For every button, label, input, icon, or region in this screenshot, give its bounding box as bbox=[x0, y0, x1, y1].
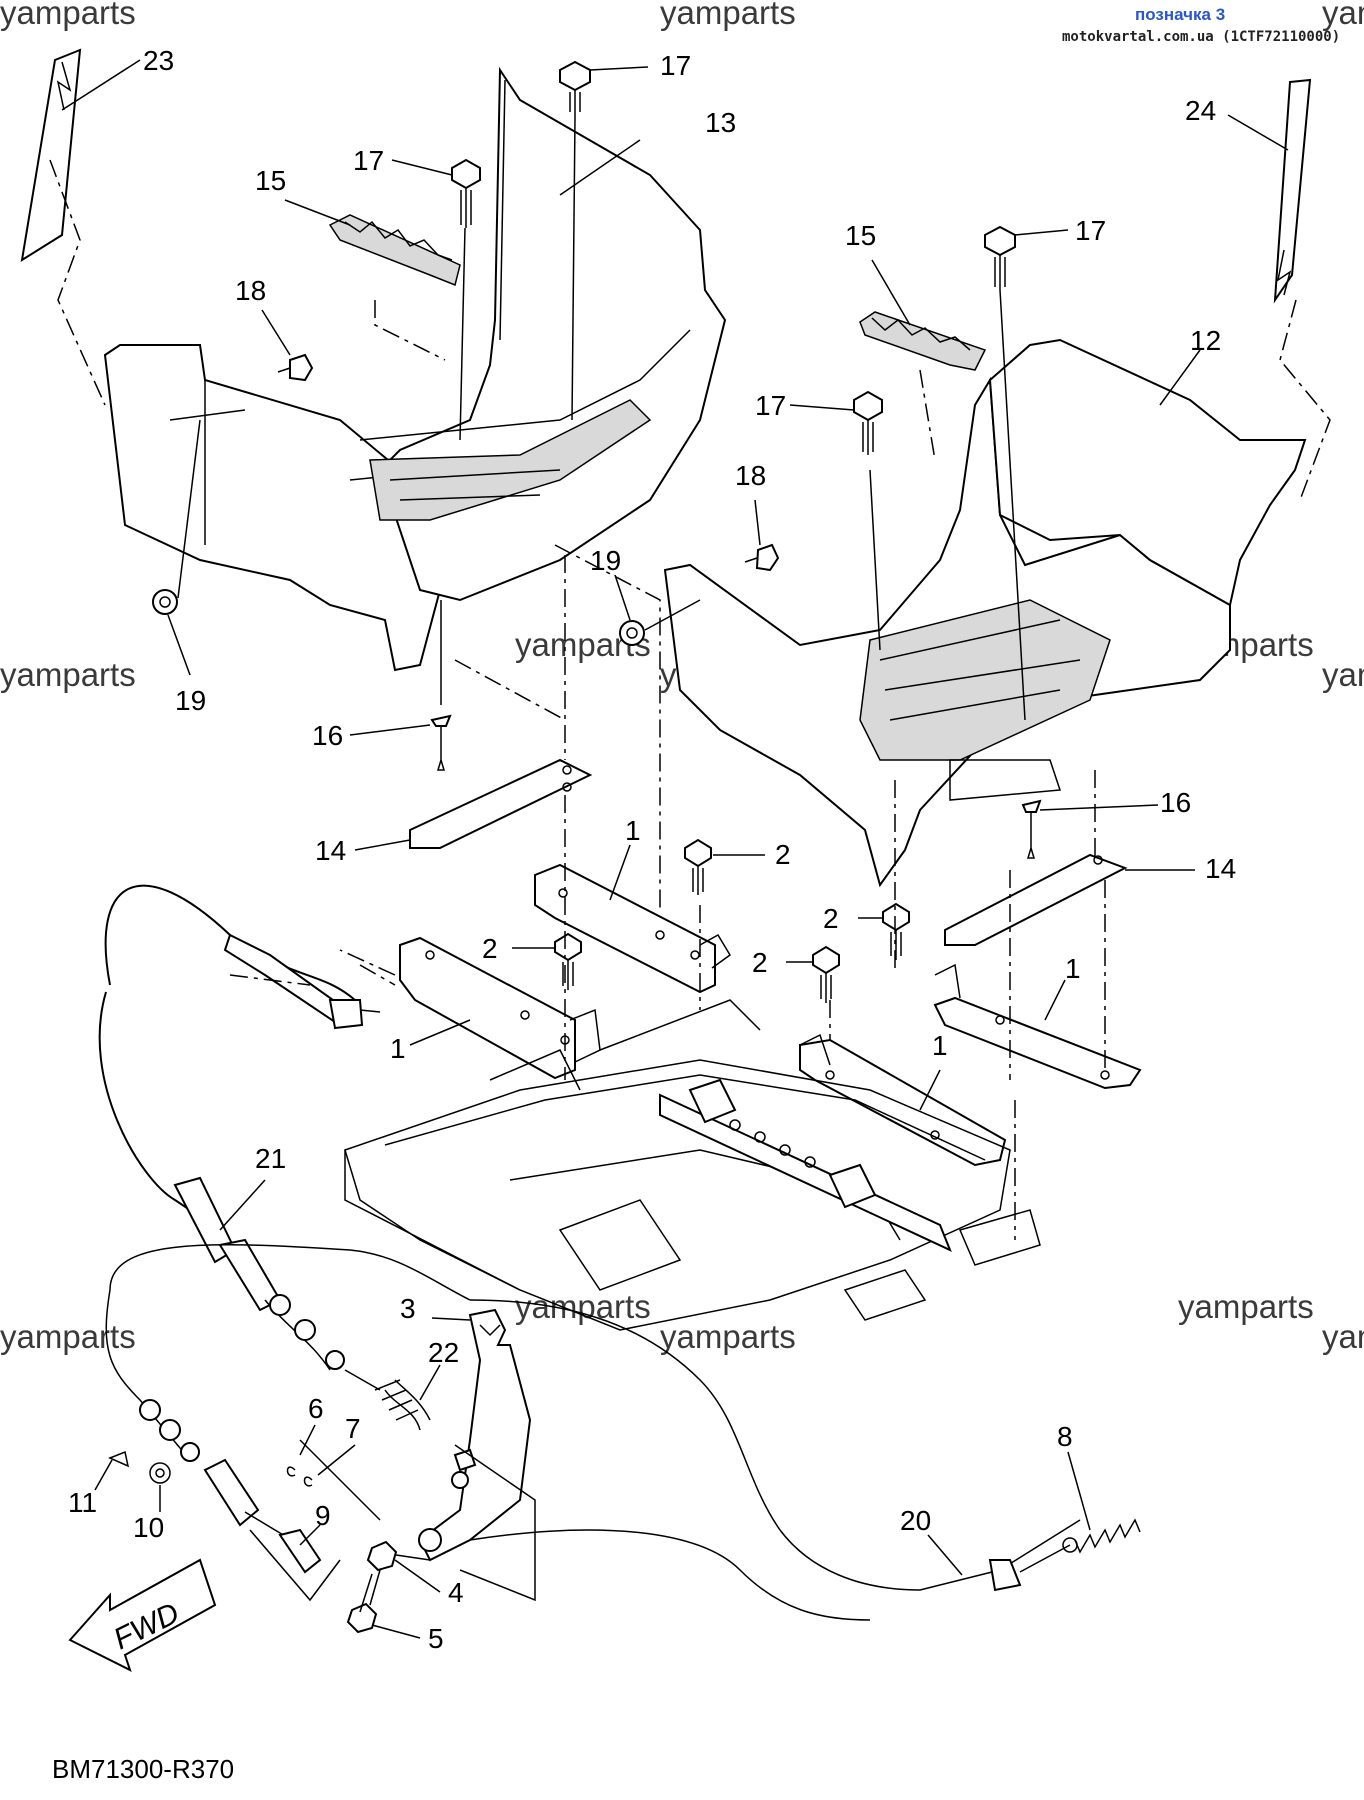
fasteners-drawing bbox=[152, 60, 1042, 859]
callout-14: 14 bbox=[315, 835, 346, 866]
callout-17: 17 bbox=[660, 50, 691, 81]
callout-14: 14 bbox=[1205, 853, 1236, 884]
watermark-text: yamparts bbox=[515, 1288, 651, 1325]
callout-16: 16 bbox=[1160, 787, 1191, 818]
watermark-text: yamparts bbox=[660, 0, 796, 31]
callout-3: 3 bbox=[400, 1293, 416, 1324]
header-badge: позначка 3 bbox=[1135, 5, 1225, 24]
callout-7: 7 bbox=[345, 1413, 361, 1444]
callout-1: 1 bbox=[390, 1033, 406, 1064]
callout-16: 16 bbox=[312, 720, 343, 751]
callout-2: 2 bbox=[752, 947, 768, 978]
callout-1: 1 bbox=[1065, 953, 1081, 984]
callout-15: 15 bbox=[255, 165, 286, 196]
callout-17: 17 bbox=[755, 390, 786, 421]
cable-pedal-drawing bbox=[98, 884, 1141, 1634]
step-plates-drawing bbox=[328, 214, 987, 371]
watermark-text: yamparts bbox=[1322, 0, 1364, 31]
callouts: 23 17 13 17 15 18 24 15 17 12 17 18 19 1… bbox=[61, 45, 1289, 1654]
callout-18: 18 bbox=[235, 275, 266, 306]
callout-21: 21 bbox=[255, 1143, 286, 1174]
callout-18: 18 bbox=[735, 460, 766, 491]
watermark-text: yamparts bbox=[1178, 1288, 1314, 1325]
washer-19-right bbox=[619, 620, 645, 646]
callout-1: 1 bbox=[932, 1030, 948, 1061]
header-site: motokvartal.com.ua (1CTF72110000) bbox=[1062, 29, 1340, 45]
callout-24: 24 bbox=[1185, 95, 1216, 126]
callout-17: 17 bbox=[1075, 215, 1106, 246]
callout-19: 19 bbox=[590, 545, 621, 576]
callout-17: 17 bbox=[353, 145, 384, 176]
callout-22: 22 bbox=[428, 1337, 459, 1368]
washer-19-left bbox=[152, 589, 178, 615]
leader-lines-drawing bbox=[339, 300, 1106, 1240]
fwd-arrow: FWD bbox=[68, 1558, 217, 1672]
watermark-text: yamparts bbox=[1322, 1318, 1364, 1355]
callout-2: 2 bbox=[482, 933, 498, 964]
watermark-text: yamparts bbox=[0, 1318, 136, 1355]
brackets-14-drawing bbox=[409, 758, 1128, 946]
callout-6: 6 bbox=[308, 1393, 324, 1424]
callout-2: 2 bbox=[823, 903, 839, 934]
footrest-right-drawing bbox=[663, 338, 1307, 888]
diagram-code: BM71300-R370 bbox=[52, 1754, 234, 1784]
callout-12: 12 bbox=[1190, 325, 1221, 356]
callout-4: 4 bbox=[448, 1577, 464, 1608]
watermark-text: yamparts bbox=[1322, 656, 1364, 693]
frame-drawing bbox=[344, 999, 1041, 1331]
callout-13: 13 bbox=[705, 107, 736, 138]
callout-8: 8 bbox=[1057, 1421, 1073, 1452]
callout-23: 23 bbox=[143, 45, 174, 76]
callout-19: 19 bbox=[175, 685, 206, 716]
footrest-left-drawing bbox=[103, 66, 727, 672]
callout-1: 1 bbox=[625, 815, 641, 846]
watermark-text: yamparts bbox=[0, 656, 136, 693]
watermark-text: yamparts bbox=[660, 1318, 796, 1355]
callout-11: 11 bbox=[68, 1487, 97, 1518]
callout-15: 15 bbox=[845, 220, 876, 251]
watermark-text: yamparts bbox=[0, 0, 136, 31]
strip-23-drawing bbox=[20, 48, 106, 406]
callout-2: 2 bbox=[775, 839, 791, 870]
callout-9: 9 bbox=[315, 1500, 331, 1531]
callout-20: 20 bbox=[900, 1505, 931, 1536]
callout-10: 10 bbox=[133, 1512, 164, 1543]
callout-5: 5 bbox=[428, 1623, 444, 1654]
strip-24-drawing bbox=[1273, 78, 1331, 501]
brackets-1-drawing bbox=[399, 838, 1142, 1167]
